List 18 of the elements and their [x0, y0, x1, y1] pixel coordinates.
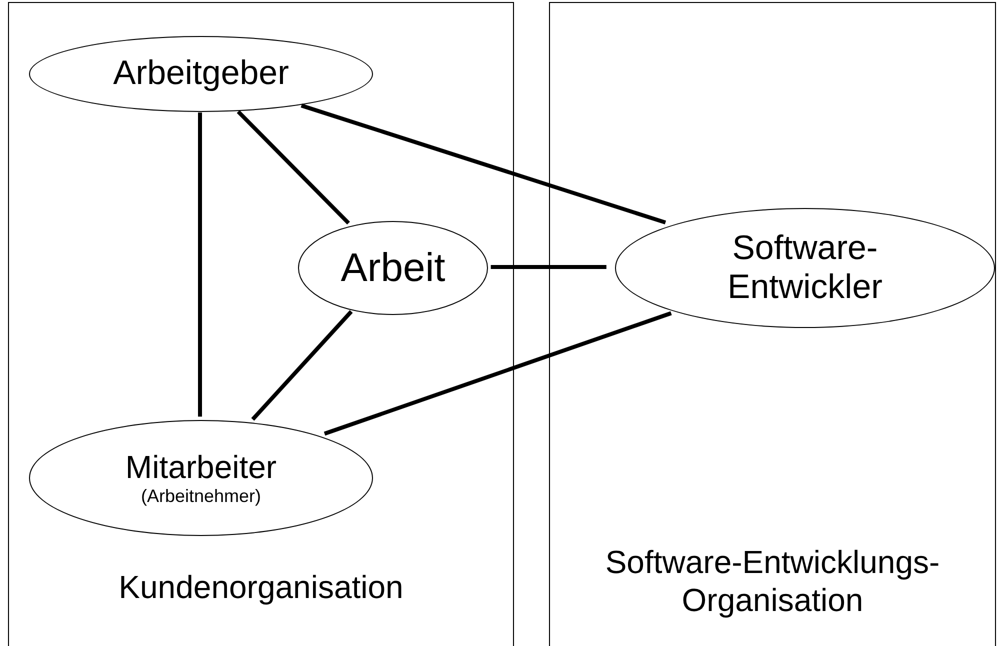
panel-label: Software-Entwicklungs- Organisation [604, 543, 941, 619]
node-sublabel: (Arbeitnehmer) [140, 486, 262, 507]
connector-line [300, 104, 666, 224]
connector-line [490, 265, 606, 269]
connector-line [236, 110, 350, 224]
organisation-panel [549, 2, 996, 646]
entity-ellipse [29, 36, 373, 112]
entity-ellipse [298, 221, 488, 315]
entity-ellipse [29, 420, 373, 536]
connector-line [324, 311, 672, 436]
node-label: Software- Entwickler [726, 228, 884, 308]
panel-label: Kundenorganisation [118, 568, 404, 606]
node-label: Mitarbeiter [125, 449, 277, 486]
connector-line [198, 112, 202, 417]
organisation-panel [8, 2, 514, 646]
node-label: Arbeit [340, 245, 446, 291]
entity-ellipse [615, 208, 995, 328]
node-label: Arbeitgeber [113, 54, 289, 94]
